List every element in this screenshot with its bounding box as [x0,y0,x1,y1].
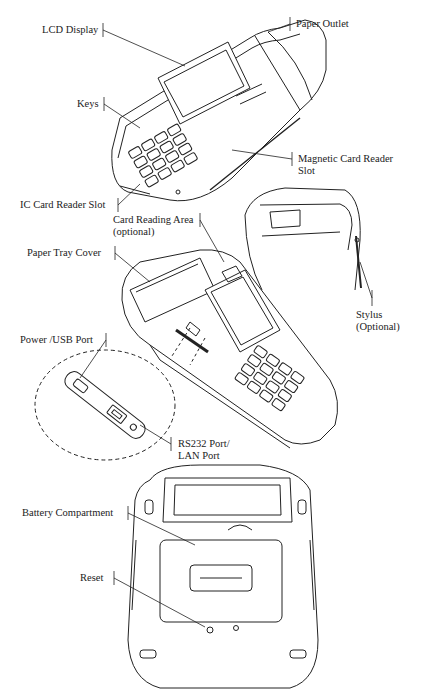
part-label: Paper Tray Cover [27,247,115,259]
part-label: Card Reading Area (optional) [113,214,199,238]
part-label: Battery Compartment [22,507,128,519]
part-label: Keys [77,98,103,110]
part-label: Magnetic Card Reader Slot [298,153,410,177]
key-cap [157,167,171,180]
key-cap [145,175,159,188]
key-cap [167,124,181,137]
key-cap [183,152,197,165]
key-cap [165,150,179,163]
key-cap [259,389,273,402]
stylus-inset-view [245,188,361,290]
key-cap [271,398,285,411]
key-cap [170,160,184,173]
terminal-back-view [128,465,318,688]
part-label: Reset [80,572,114,584]
key-cap [152,158,166,171]
part-label: RS232 Port/ LAN Port [178,438,242,462]
key-cap [128,146,142,159]
part-label: Stylus (Optional) [356,309,410,333]
leader-lines [80,17,372,627]
key-cap [172,133,186,146]
key-cap [134,156,148,169]
part-label: IC Card Reader Slot [20,199,118,211]
port-inset-view [35,350,175,460]
part-label: LCD Display [42,24,100,36]
terminal-front-view [112,20,326,201]
key-cap [141,139,155,152]
key-cap [159,141,173,154]
key-cap [234,372,248,385]
key-cap [139,165,153,178]
part-label: Power /USB Port [20,334,106,346]
key-cap [146,148,160,161]
key-cap [154,131,168,144]
key-cap [178,143,192,156]
part-label: Paper Outlet [296,18,366,30]
key-cap [247,381,261,394]
